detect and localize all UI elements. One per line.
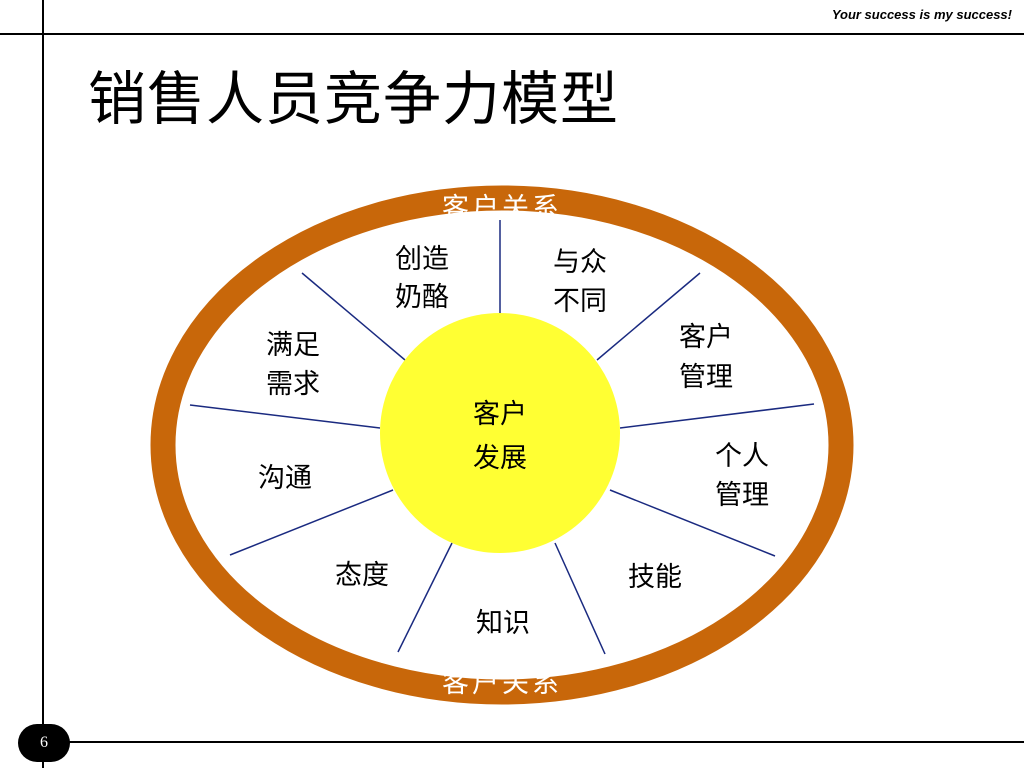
segment-label: 客户 [679,322,733,353]
segment-label: 需求 [266,369,320,400]
segment-label: 知识 [476,608,530,639]
spoke [189,404,381,429]
spoke [397,542,453,653]
segment-label: 与众 [553,247,607,278]
left-vertical-rule [42,0,44,768]
bottom-horizontal-rule [44,741,1024,743]
center-label-line2: 发展 [473,443,527,474]
page-title: 销售人员竞争力模型 [88,65,620,133]
segment-label: 满足 [266,330,320,361]
segment-label: 技能 [628,562,682,593]
spoke [619,403,815,429]
segment-label: 奶酪 [395,282,449,313]
spokes [189,220,815,655]
center-label-line1: 客户 [473,399,527,430]
segment-label: 态度 [335,560,389,591]
segment-label: 不同 [553,286,607,317]
spoke [596,272,701,361]
ring-label-top: 客户关系 [442,193,562,224]
center-circle [380,313,620,553]
spoke [229,489,394,556]
segment-label: 管理 [715,480,769,511]
page-number-badge: 6 [18,724,70,762]
ring-label-bottom: 客户关系 [442,668,562,699]
top-horizontal-rule [0,33,1024,35]
segment-label: 创造 [395,244,449,275]
segment-label: 沟通 [258,463,312,494]
spoke [301,272,406,361]
segment-label: 个人 [715,441,769,472]
spoke [609,489,776,557]
segment-label: 管理 [679,362,733,393]
header-tagline: Your success is my success! [831,7,1012,22]
spoke [554,542,606,655]
